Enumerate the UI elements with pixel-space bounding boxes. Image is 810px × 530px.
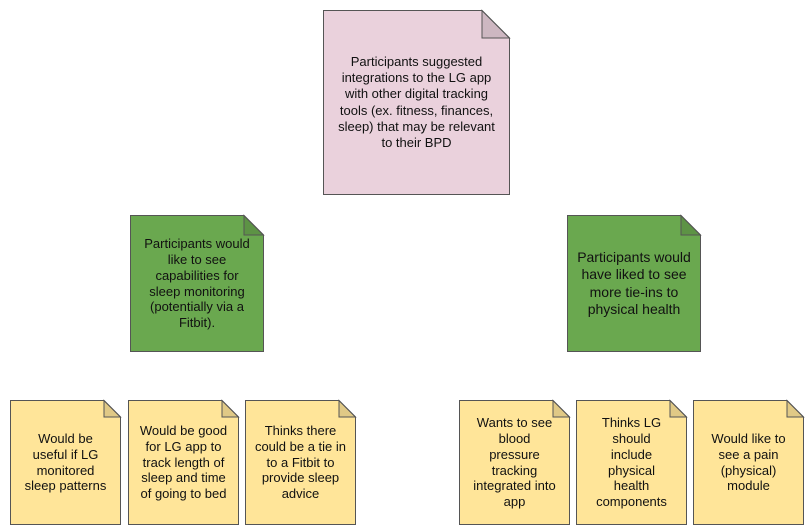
note-fold xyxy=(669,399,688,418)
note-fold xyxy=(552,399,571,418)
leaf-note-physical-components: Thinks LG should include physical health… xyxy=(576,399,688,525)
theme-note-text: Participants would like to see capabilit… xyxy=(144,235,250,331)
note-fold xyxy=(680,214,702,236)
leaf-note-text: Thinks there could be a tie in to a Fitb… xyxy=(254,422,347,502)
note-body xyxy=(245,400,356,525)
leaf-note-text: Would be good for LG app to track length… xyxy=(139,422,228,502)
note-shape xyxy=(567,214,702,352)
leaf-note-sleep-patterns: Would be useful if LG monitored sleep pa… xyxy=(10,399,122,525)
theme-note-text: Participants would have liked to see mor… xyxy=(577,249,691,317)
root-sticky-note: Participants suggested integrations to t… xyxy=(323,9,511,195)
note-shape xyxy=(576,399,688,525)
note-fold xyxy=(481,9,511,39)
root-note-text: Participants suggested integrations to t… xyxy=(338,53,495,150)
note-fold xyxy=(221,399,240,418)
leaf-note-text: Would like to see a pain (physical) modu… xyxy=(711,430,786,494)
note-shape xyxy=(323,9,511,195)
note-body xyxy=(576,400,687,525)
leaf-note-text: Wants to see blood pressure tracking int… xyxy=(473,414,556,510)
note-body xyxy=(693,400,804,525)
note-shape xyxy=(245,399,357,525)
note-body xyxy=(128,400,239,525)
leaf-note-pain-module: Would like to see a pain (physical) modu… xyxy=(693,399,805,525)
note-fold xyxy=(338,399,357,418)
note-body xyxy=(567,215,701,352)
leaf-note-sleep-length: Would be good for LG app to track length… xyxy=(128,399,240,525)
note-fold xyxy=(103,399,122,418)
note-body xyxy=(459,400,570,525)
note-fold xyxy=(786,399,805,418)
note-shape xyxy=(128,399,240,525)
leaf-note-fitbit-advice: Thinks there could be a tie in to a Fitb… xyxy=(245,399,357,525)
note-shape xyxy=(130,214,265,352)
note-body xyxy=(130,215,264,352)
note-shape xyxy=(10,399,122,525)
leaf-note-blood-pressure: Wants to see blood pressure tracking int… xyxy=(459,399,571,525)
note-shape xyxy=(459,399,571,525)
note-fold xyxy=(243,214,265,236)
note-body xyxy=(10,400,121,525)
note-shape xyxy=(693,399,805,525)
leaf-note-text: Would be useful if LG monitored sleep pa… xyxy=(24,430,107,494)
theme-note-sleep: Participants would like to see capabilit… xyxy=(130,214,265,352)
leaf-note-text: Thinks LG should include physical health… xyxy=(596,414,667,510)
note-body xyxy=(323,10,510,195)
theme-note-physical-health: Participants would have liked to see mor… xyxy=(567,214,702,352)
